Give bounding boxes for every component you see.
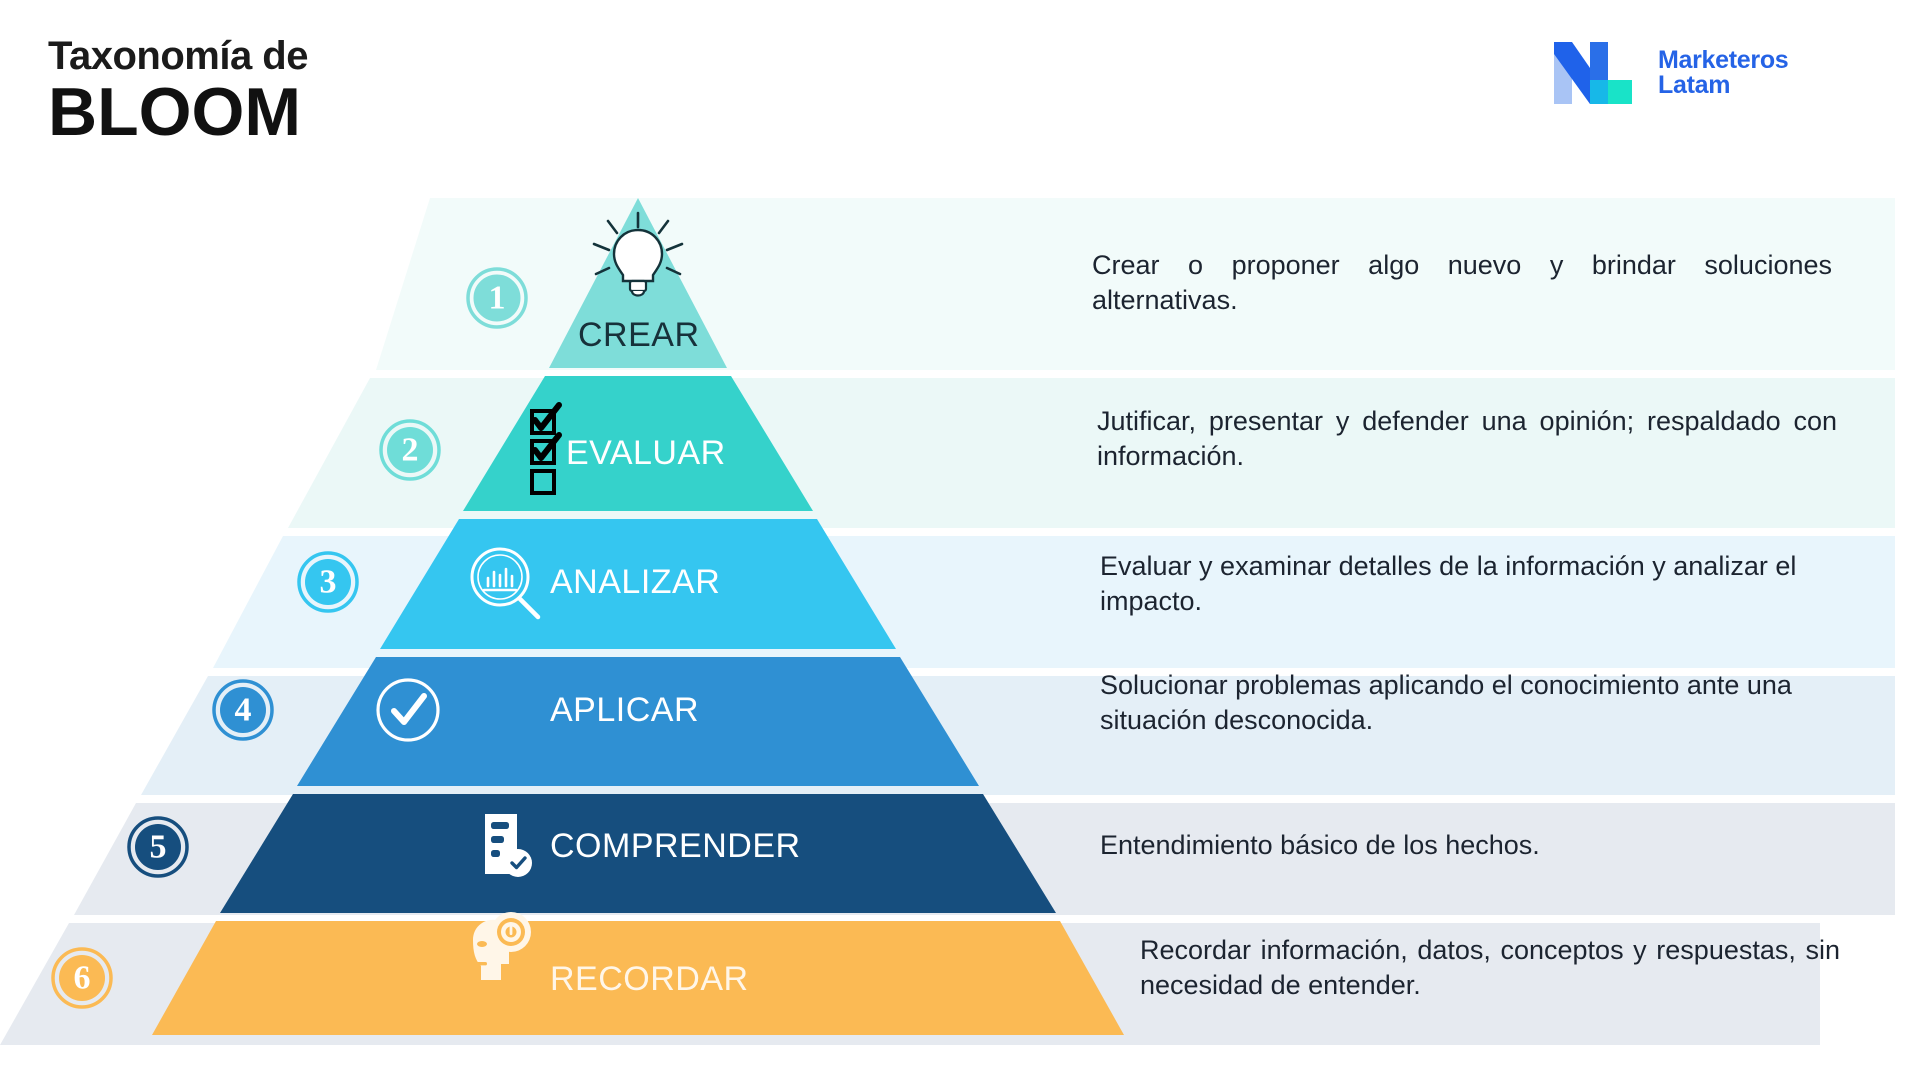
svg-text:4: 4 xyxy=(235,692,252,729)
description-level-3: Evaluar y examinar detalles de la inform… xyxy=(1100,551,1797,617)
pyramid-label-evaluar: EVALUAR xyxy=(566,434,726,472)
svg-text:3: 3 xyxy=(320,564,337,601)
description-level-5: Entendimiento básico de los hechos. xyxy=(1100,830,1540,860)
description-level-6: Recordar información, datos, conceptos y… xyxy=(1140,935,1840,1001)
svg-text:2: 2 xyxy=(402,432,419,469)
pyramid-slice-recordar[interactable] xyxy=(152,921,1124,1035)
logo-word-2: Latam xyxy=(1658,71,1731,99)
pyramid-label-recordar: RECORDAR xyxy=(550,960,749,998)
description-level-4: Solucionar problemas aplicando el conoci… xyxy=(1100,670,1792,736)
pyramid-label-aplicar: APLICAR xyxy=(550,691,699,729)
title-line-1: Taxonomía de xyxy=(48,34,308,78)
check-circle-icon xyxy=(376,678,440,742)
pyramid-label-crear: CREAR xyxy=(578,316,700,354)
logo-word-1: Marketeros xyxy=(1658,45,1789,74)
magnifier-chart-icon xyxy=(470,547,541,620)
svg-text:1: 1 xyxy=(489,280,506,317)
pyramid-slice-aplicar[interactable] xyxy=(297,657,979,786)
pyramid-slice-comprender[interactable] xyxy=(220,794,1056,913)
document-check-icon xyxy=(485,814,532,877)
pyramid-label-comprender: COMPRENDER xyxy=(550,827,801,865)
pyramid-label-analizar: ANALIZAR xyxy=(550,563,721,601)
band-level-1 xyxy=(376,198,1895,370)
ml-monogram-icon xyxy=(1554,42,1632,104)
level-badges: 1 2 3 4 5 6 xyxy=(51,267,528,1009)
head-memory-icon xyxy=(473,912,531,980)
badge-level-5[interactable]: 5 xyxy=(127,816,189,878)
badge-level-4[interactable]: 4 xyxy=(212,679,274,741)
title-line-2: BLOOM xyxy=(48,74,302,150)
level-bands xyxy=(0,198,1895,1045)
svg-text:5: 5 xyxy=(150,829,167,866)
brand-logo[interactable]: Marketeros Latam xyxy=(1552,36,1789,110)
page-title: Taxonomía de BLOOM xyxy=(48,36,308,146)
logo-wordmark: Marketeros Latam xyxy=(1658,45,1789,99)
description-level-1: Crear o proponer algo nuevo y brindar so… xyxy=(1092,250,1832,316)
checklist-icon xyxy=(530,402,562,495)
svg-text:6: 6 xyxy=(74,960,91,997)
description-level-2: Jutificar, presentar y defender una opin… xyxy=(1097,406,1837,472)
badge-level-6[interactable]: 6 xyxy=(51,947,113,1009)
badge-level-2[interactable]: 2 xyxy=(379,419,441,481)
badge-level-3[interactable]: 3 xyxy=(297,551,359,613)
badge-level-1[interactable]: 1 xyxy=(466,267,528,329)
lightbulb-icon xyxy=(592,211,684,297)
